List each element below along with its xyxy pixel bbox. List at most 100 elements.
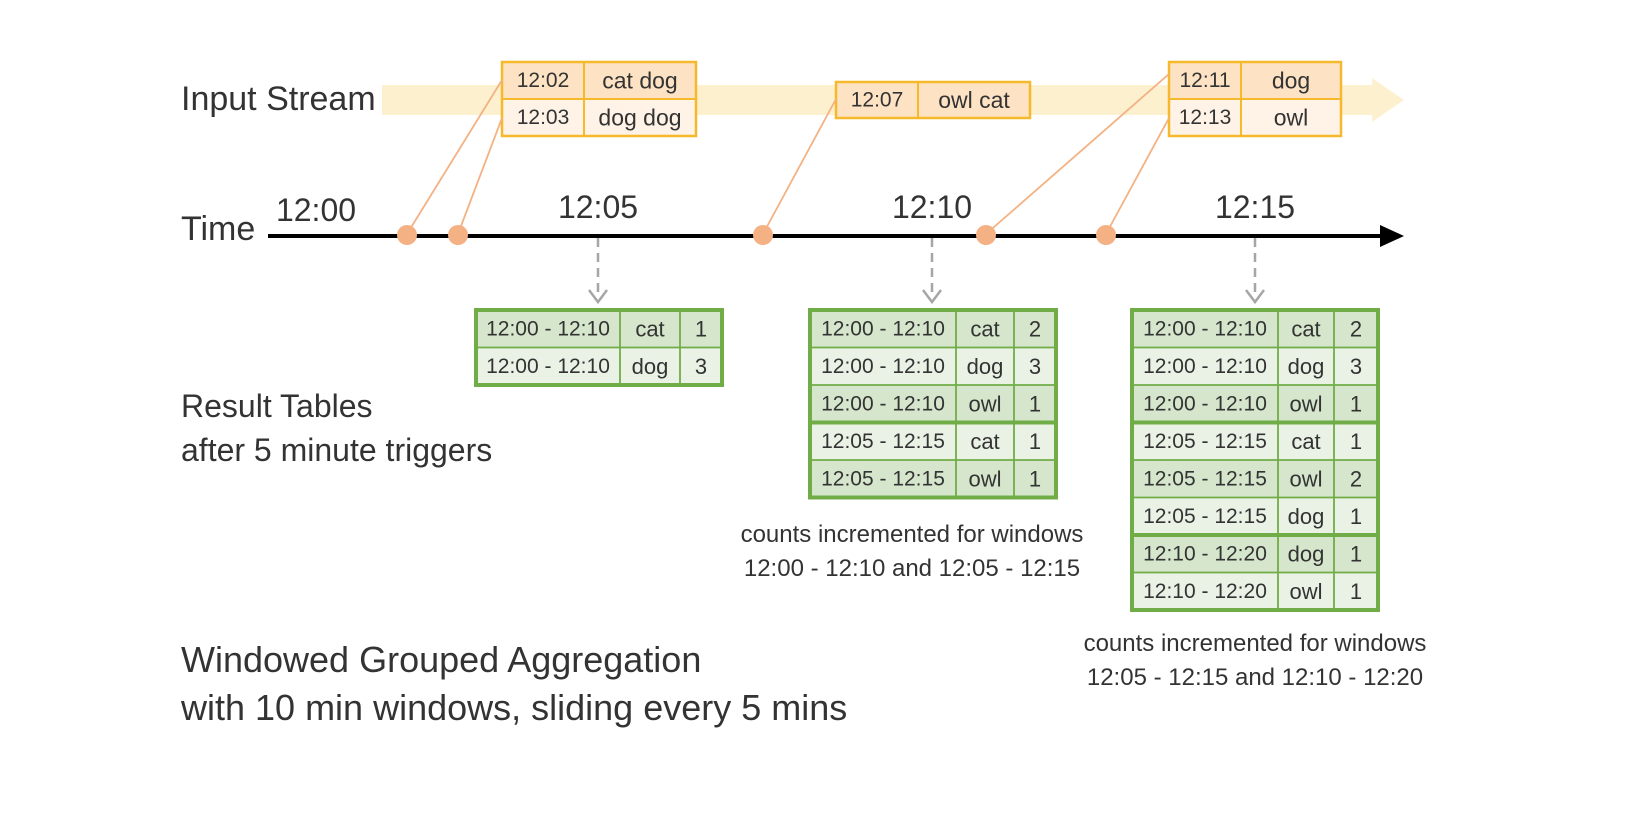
- result-count-cell: 1: [1350, 429, 1362, 454]
- result-row: [1132, 535, 1378, 573]
- result-row: [1132, 347, 1378, 385]
- result-tables-caption-line-2: after 5 minute triggers: [181, 432, 493, 468]
- result-word-cell: owl: [968, 391, 1001, 416]
- result-window-cell: 12:00 - 12:10: [821, 317, 945, 340]
- event-row: [1169, 62, 1341, 99]
- result-row: [810, 347, 1056, 385]
- result-word-cell: owl: [1289, 391, 1322, 416]
- result-row: [810, 422, 1056, 460]
- result-word-cell: owl: [1289, 579, 1322, 604]
- event-row: [836, 82, 1030, 118]
- result-word-cell: owl: [1289, 466, 1322, 491]
- increment-note-2-line-2: 12:05 - 12:15 and 12:10 - 12:20: [1086, 664, 1424, 691]
- time-tick-label: 12:15: [1215, 189, 1295, 225]
- event-time-cell: 12:02: [517, 69, 570, 92]
- result-window-cell: 12:00 - 12:10: [1143, 392, 1267, 415]
- result-word-cell: cat: [1291, 429, 1320, 454]
- result-count-cell: 1: [1029, 391, 1041, 416]
- result-window-cell: 12:05 - 12:15: [821, 430, 945, 453]
- event-row: [1169, 99, 1341, 136]
- result-count-cell: 3: [1029, 354, 1041, 379]
- result-word-cell: cat: [635, 316, 664, 341]
- result-window-cell: 12:00 - 12:10: [1143, 317, 1267, 340]
- result-window-cell: 12:00 - 12:10: [486, 355, 610, 378]
- result-count-cell: 1: [1350, 541, 1362, 566]
- result-row: [810, 460, 1056, 498]
- event-words-cell: owl cat: [938, 87, 1010, 113]
- trigger-arrow-head: [588, 289, 608, 305]
- result-window-cell: 12:05 - 12:15: [1143, 505, 1267, 528]
- result-count-cell: 1: [1350, 579, 1362, 604]
- result-count-cell: 1: [1350, 504, 1362, 529]
- event-connector: [406, 79, 503, 235]
- result-count-cell: 2: [1350, 466, 1362, 491]
- result-count-cell: 1: [1029, 466, 1041, 491]
- result-table-border: [808, 308, 1058, 500]
- input-stream-label: Input Stream: [181, 80, 376, 118]
- increment-note-2: counts incremented for windows 12:05 - 1…: [1055, 627, 1455, 695]
- result-count-cell: 2: [1029, 316, 1041, 341]
- event-time-cell: 12:07: [851, 89, 904, 112]
- event-words-cell: owl: [1274, 105, 1309, 131]
- result-count-cell: 3: [695, 354, 707, 379]
- event-words-cell: cat dog: [602, 68, 677, 94]
- result-row: [1132, 385, 1378, 423]
- event-row: [502, 62, 696, 99]
- result-window-cell: 12:00 - 12:10: [1143, 355, 1267, 378]
- result-word-cell: dog: [967, 354, 1004, 379]
- result-table-border: [474, 308, 724, 387]
- result-word-cell: cat: [970, 316, 999, 341]
- time-tick-label: 12:05: [558, 189, 638, 225]
- result-window-cell: 12:05 - 12:15: [1143, 467, 1267, 490]
- result-window-cell: 12:05 - 12:15: [821, 467, 945, 490]
- result-word-cell: dog: [1288, 354, 1325, 379]
- result-window-cell: 12:00 - 12:10: [486, 317, 610, 340]
- result-table-border: [1130, 308, 1380, 612]
- stream-arrowhead: [1372, 78, 1404, 122]
- result-window-cell: 12:00 - 12:10: [821, 355, 945, 378]
- timeline-arrowhead: [1380, 225, 1404, 247]
- result-word-cell: dog: [632, 354, 669, 379]
- result-word-cell: dog: [1288, 541, 1325, 566]
- result-row: [476, 310, 722, 348]
- event-dot: [1096, 225, 1116, 245]
- trigger-arrow-head: [1245, 289, 1265, 305]
- result-window-cell: 12:05 - 12:15: [1143, 430, 1267, 453]
- event-time-cell: 12:13: [1179, 106, 1232, 129]
- result-window-cell: 12:10 - 12:20: [1143, 580, 1267, 603]
- event-row: [502, 99, 696, 136]
- event-words-cell: dog: [1272, 68, 1310, 94]
- result-row: [1132, 572, 1378, 610]
- result-word-cell: dog: [1288, 504, 1325, 529]
- event-dot: [397, 225, 417, 245]
- footer-line-2: with 10 min windows, sliding every 5 min…: [181, 687, 848, 728]
- result-row: [810, 385, 1056, 423]
- result-window-cell: 12:00 - 12:10: [821, 392, 945, 415]
- time-axis-label: Time: [181, 210, 256, 248]
- increment-note-1-line-1: counts incremented for windows: [740, 521, 1084, 548]
- result-row: [1132, 497, 1378, 535]
- result-count-cell: 1: [695, 316, 707, 341]
- trigger-arrow-head: [922, 289, 942, 305]
- result-row: [810, 310, 1056, 348]
- time-tick-label: 12:10: [892, 189, 972, 225]
- event-time-cell: 12:03: [517, 106, 570, 129]
- event-dot: [448, 225, 468, 245]
- event-dot: [753, 225, 773, 245]
- time-tick-label: 12:00: [276, 192, 356, 228]
- event-words-cell: dog dog: [598, 105, 681, 131]
- event-connector: [457, 117, 503, 235]
- result-word-cell: cat: [970, 429, 999, 454]
- event-connector: [985, 73, 1170, 235]
- result-count-cell: 3: [1350, 354, 1362, 379]
- increment-note-2-line-1: counts incremented for windows: [1083, 630, 1427, 657]
- footer-line-1: Windowed Grouped Aggregation: [181, 639, 702, 680]
- result-window-cell: 12:10 - 12:20: [1143, 542, 1267, 565]
- result-tables-caption-line-1: Result Tables: [181, 388, 373, 424]
- result-row: [1132, 460, 1378, 498]
- diagram-footer-title: Windowed Grouped Aggregation with 10 min…: [181, 636, 847, 732]
- event-dot: [976, 225, 996, 245]
- result-count-cell: 1: [1350, 391, 1362, 416]
- result-row: [1132, 310, 1378, 348]
